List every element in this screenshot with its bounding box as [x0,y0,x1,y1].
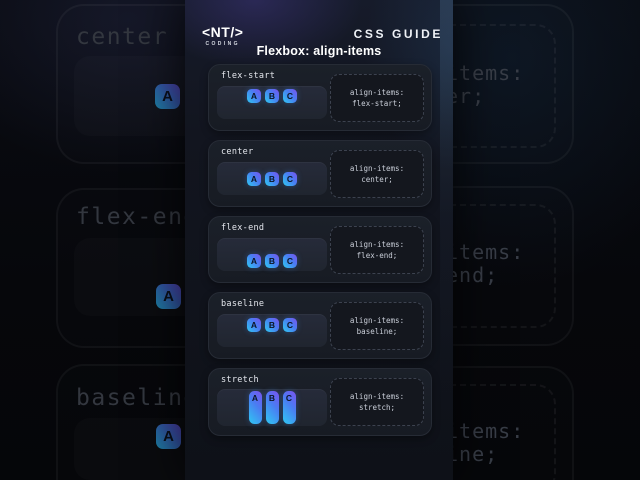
examples-list: flex-start A B C align-items: flex-start… [208,64,432,445]
flex-item-a: A [247,318,261,332]
flex-demo-flex-start: A B C [217,86,327,119]
flex-item-c: C [283,171,297,186]
code-snippet: align-items: flex-start; [330,74,424,122]
example-card-center: center A B C align-items: center; [208,140,432,207]
logo-text: <NT/> [202,24,244,40]
flex-item-b: B [265,391,279,424]
example-label: center [221,147,254,157]
flex-item-b: B [265,89,279,103]
code-line-2: baseline; [356,327,398,336]
code-snippet: align-items: center; [330,150,424,198]
example-card-flex-end: flex-end A B C align-items: flex-end; [208,216,432,283]
code-line-2: center; [361,175,393,184]
flex-item-a: A [247,89,261,103]
page-title: Flexbox: align-items [256,44,382,58]
bg-label-baseline: baseline [76,385,199,411]
code-line-1: align-items: [349,391,405,401]
series-label: CSS GUIDE [353,27,443,41]
flex-item-b: B [265,318,279,332]
bg-code-line: end; [446,263,499,287]
flex-item-b: B [265,254,279,268]
flex-item-a: A [247,171,261,186]
bg-label-flex-end: flex-end [76,204,199,230]
bg-code-fragment-1: items:er; [446,62,524,108]
bg-code-line: items: [446,240,525,264]
code-snippet: align-items: stretch; [330,378,424,426]
bg-label-center: center [76,24,169,50]
example-card-stretch: stretch A B C align-items: stretch; [208,368,432,436]
code-line-2: flex-end; [356,251,398,260]
example-label: baseline [221,299,265,309]
code-snippet: align-items: flex-end; [330,226,424,274]
code-line-1: align-items: [349,163,405,173]
example-card-baseline: baseline A B C align-items: baseline; [208,292,432,359]
logo-subtext: CODING [205,41,240,47]
flex-demo-baseline: A B C [217,314,327,347]
flex-item-b: B [265,171,279,186]
bg-code-line: ine; [446,442,499,466]
code-line-1: align-items: [349,87,405,97]
nt-coding-logo: <NT/> CODING [202,24,243,47]
bg-code-line: er; [446,84,486,108]
flex-item-c: C [283,318,297,332]
example-label: stretch [221,375,259,385]
bg-flex-item-a: A [156,284,181,309]
flex-item-a: A [247,254,261,268]
bg-code-fragment-3: items:ine; [446,420,524,466]
flex-demo-stretch: A B C [217,389,327,426]
bg-flex-item-a: A [155,84,180,109]
flex-demo-center: A B C [217,162,327,195]
example-label: flex-end [221,223,265,233]
bg-code-line: items: [446,61,525,85]
flex-demo-flex-end: A B C [217,238,327,271]
code-snippet: align-items: baseline; [330,302,424,350]
code-line-1: align-items: [349,315,405,325]
flex-item-a: A [248,391,262,424]
bg-code-fragment-2: items:end; [446,241,524,287]
bg-flex-item-a: A [156,424,181,449]
content-panel: <NT/> CODING CSS GUIDE Flexbox: align-it… [185,0,453,480]
example-label: flex-start [221,71,276,81]
code-line-2: stretch; [358,403,396,412]
code-line-1: align-items: [349,239,405,249]
flex-item-c: C [283,254,297,268]
flex-item-c: C [283,89,297,103]
flex-item-c: C [282,391,296,424]
example-card-flex-start: flex-start A B C align-items: flex-start… [208,64,432,131]
code-line-2: flex-start; [352,99,402,108]
bg-code-line: items: [446,419,525,443]
